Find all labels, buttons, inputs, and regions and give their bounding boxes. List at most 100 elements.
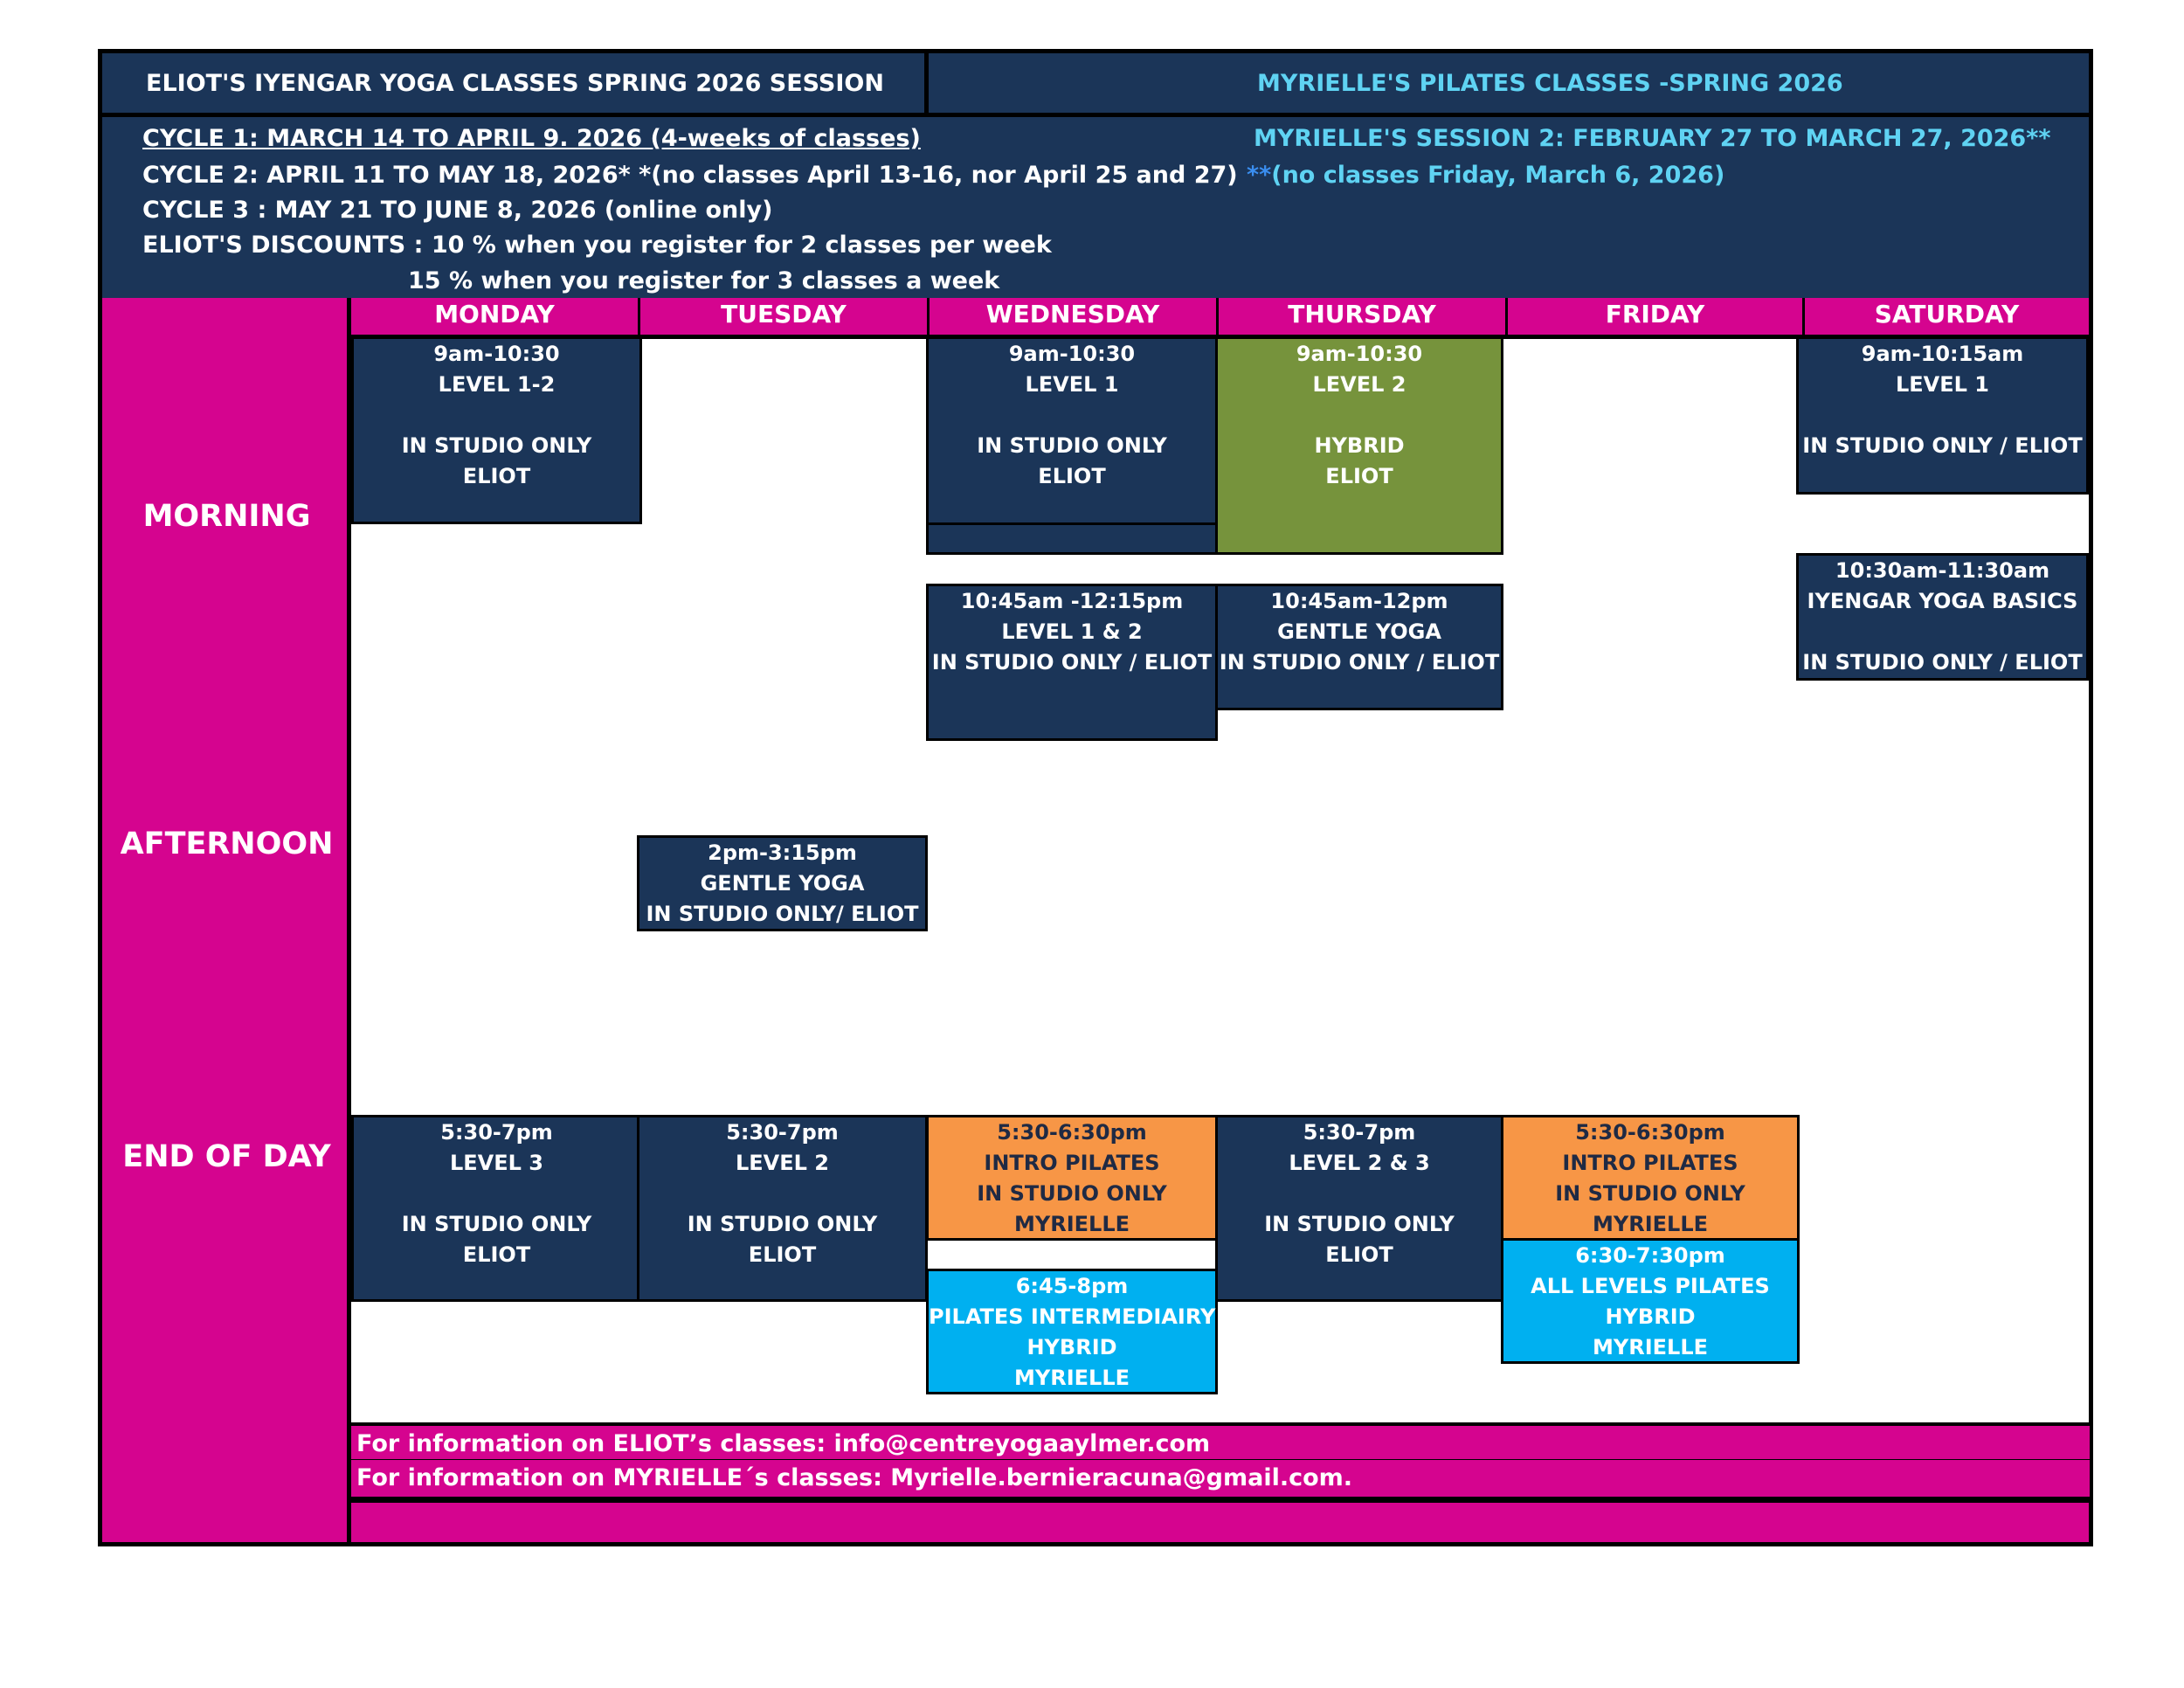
day-saturday: SATURDAY xyxy=(1874,300,2020,329)
class-teacher: MYRIELLE xyxy=(1592,1335,1709,1359)
class-name: ALL LEVELS PILATES xyxy=(1531,1274,1770,1298)
class-wednesday-morning[interactable]: 9am-10:30 LEVEL 1 IN STUDIO ONLY ELIOT xyxy=(926,336,1218,555)
class-spacer xyxy=(354,400,639,431)
class-level: LEVEL 1 & 2 xyxy=(1001,619,1143,644)
class-time: 10:30am-11:30am xyxy=(1835,558,2050,583)
class-time: 6:45-8pm xyxy=(1015,1274,1129,1298)
class-level: LEVEL 1-2 xyxy=(438,372,556,397)
day-tuesday: TUESDAY xyxy=(640,298,930,335)
class-teacher: ELIOT xyxy=(1325,1242,1393,1267)
class-time: 9am-10:30 xyxy=(433,342,560,366)
class-mode-teacher: IN STUDIO ONLY / ELIOT xyxy=(931,650,1213,675)
cycle-1: CYCLE 1: MARCH 14 TO APRIL 9. 2026 (4-we… xyxy=(142,125,921,152)
class-time: 10:45am-12pm xyxy=(1270,589,1448,613)
class-mode-teacher: IN STUDIO ONLY / ELIOT xyxy=(1219,650,1500,675)
myrielle-title: MYRIELLE'S PILATES CLASSES -SPRING 2026 xyxy=(1257,70,1843,97)
class-time: 9am-10:30 xyxy=(1296,342,1423,366)
class-mode: IN STUDIO ONLY xyxy=(401,433,592,458)
class-name: INTRO PILATES xyxy=(1562,1151,1738,1175)
class-tuesday-evening[interactable]: 5:30-7pm LEVEL 2 IN STUDIO ONLY ELIOT xyxy=(637,1115,928,1302)
class-name: PILATES INTERMEDIAIRY xyxy=(929,1304,1216,1329)
class-thursday-evening[interactable]: 5:30-7pm LEVEL 2 & 3 IN STUDIO ONLY ELIO… xyxy=(1215,1115,1503,1302)
class-wednesday-evening-2[interactable]: 6:45-8pm PILATES INTERMEDIAIRY HYBRID MY… xyxy=(926,1269,1218,1394)
myrielle-info-text[interactable]: For information on MYRIELLE´s classes: M… xyxy=(356,1464,1353,1491)
myrielle-header-box: MYRIELLE'S PILATES CLASSES -SPRING 2026 xyxy=(924,49,2093,117)
class-monday-morning[interactable]: 9am-10:30 LEVEL 1-2 IN STUDIO ONLY ELIOT xyxy=(351,336,642,524)
class-time: 2pm-3:15pm xyxy=(708,841,857,865)
myrielle-session: MYRIELLE'S SESSION 2: FEBRUARY 27 TO MAR… xyxy=(1254,125,2051,152)
class-time: 5:30-7pm xyxy=(726,1120,839,1145)
eliot-info-bar: For information on ELIOT’s classes: info… xyxy=(351,1422,2093,1463)
class-thursday-morning[interactable]: 9am-10:30 LEVEL 2 HYBRID ELIOT xyxy=(1215,336,1503,555)
class-level: LEVEL 3 xyxy=(449,1151,543,1175)
class-mode: IN STUDIO ONLY xyxy=(687,1212,878,1236)
class-time: 10:45am -12:15pm xyxy=(960,589,1184,613)
class-spacer xyxy=(354,1179,639,1209)
class-level: LEVEL 2 xyxy=(735,1151,829,1175)
slot-morning: MORNING xyxy=(142,499,311,534)
session-info-box: CYCLE 1: MARCH 14 TO APRIL 9. 2026 (4-we… xyxy=(98,113,2093,302)
class-friday-evening-1[interactable]: 5:30-6:30pm INTRO PILATES IN STUDIO ONLY… xyxy=(1501,1115,1800,1241)
class-spacer xyxy=(639,1179,925,1209)
cycle-3: CYCLE 3 : MAY 21 TO JUNE 8, 2026 (online… xyxy=(142,197,773,224)
class-name: INTRO PILATES xyxy=(984,1151,1160,1175)
class-mode: HYBRID xyxy=(1314,433,1405,458)
class-wednesday-late-morning[interactable]: 10:45am -12:15pm LEVEL 1 & 2 IN STUDIO O… xyxy=(926,584,1218,741)
class-spacer xyxy=(929,400,1215,431)
discount-2-classes: ELIOT'S DISCOUNTS : 10 % when you regist… xyxy=(142,232,1052,259)
class-mode: IN STUDIO ONLY xyxy=(1264,1212,1455,1236)
day-monday: MONDAY xyxy=(351,298,640,335)
day-header-row: MONDAY TUESDAY WEDNESDAY THURSDAY FRIDAY… xyxy=(351,298,2093,339)
class-teacher: ELIOT xyxy=(462,464,531,488)
class-thursday-late-morning[interactable]: 10:45am-12pm GENTLE YOGA IN STUDIO ONLY … xyxy=(1215,584,1503,710)
class-teacher: MYRIELLE xyxy=(1013,1366,1130,1390)
class-friday-evening-2[interactable]: 6:30-7:30pm ALL LEVELS PILATES HYBRID MY… xyxy=(1501,1238,1800,1364)
class-mode-teacher: IN STUDIO ONLY / ELIOT xyxy=(1802,433,2083,458)
class-saturday-morning-2[interactable]: 10:30am-11:30am IYENGAR YOGA BASICS IN S… xyxy=(1796,553,2089,681)
class-wednesday-evening-1[interactable]: 5:30-6:30pm INTRO PILATES IN STUDIO ONLY… xyxy=(926,1115,1218,1241)
eliot-title: ELIOT'S IYENGAR YOGA CLASSES xyxy=(146,70,579,97)
class-teacher: ELIOT xyxy=(1038,464,1106,488)
class-mode: HYBRID xyxy=(1026,1335,1117,1359)
class-level: LEVEL 2 xyxy=(1312,372,1406,397)
day-friday: FRIDAY xyxy=(1508,298,1805,335)
slot-end-of-day: END OF DAY xyxy=(122,1139,331,1174)
footer-empty-bar xyxy=(351,1500,2093,1546)
myrielle-no-class-note: **(no classes Friday, March 6, 2026) xyxy=(1247,162,1725,189)
class-mode-teacher: IN STUDIO ONLY / ELIOT xyxy=(1802,650,2083,675)
class-saturday-morning-1[interactable]: 9am-10:15am LEVEL 1 IN STUDIO ONLY / ELI… xyxy=(1796,336,2089,495)
time-slot-column: MORNING AFTERNOON END OF DAY xyxy=(98,298,351,1546)
class-mode: IN STUDIO ONLY xyxy=(1555,1181,1745,1206)
myrielle-info-bar: For information on MYRIELLE´s classes: M… xyxy=(351,1460,2093,1500)
class-name: GENTLE YOGA xyxy=(700,871,865,896)
class-spacer xyxy=(1218,400,1501,431)
class-teacher: MYRIELLE xyxy=(1013,1212,1130,1236)
day-thursday: THURSDAY xyxy=(1219,298,1508,335)
class-mode-teacher: IN STUDIO ONLY/ ELIOT xyxy=(646,902,919,926)
eliot-session: SPRING 2026 SESSION xyxy=(587,70,884,97)
class-mode: IN STUDIO ONLY xyxy=(977,433,1167,458)
class-time: 5:30-6:30pm xyxy=(997,1120,1147,1145)
class-teacher: ELIOT xyxy=(748,1242,817,1267)
class-name: GENTLE YOGA xyxy=(1277,619,1441,644)
eliot-info-text[interactable]: For information on ELIOT’s classes: info… xyxy=(356,1430,1211,1457)
class-time: 5:30-6:30pm xyxy=(1575,1120,1725,1145)
class-monday-evening[interactable]: 5:30-7pm LEVEL 3 IN STUDIO ONLY ELIOT xyxy=(351,1115,642,1302)
class-teacher: ELIOT xyxy=(462,1242,531,1267)
class-teacher: ELIOT xyxy=(1325,464,1393,488)
class-spacer xyxy=(1218,1179,1501,1209)
slot-afternoon: AFTERNOON xyxy=(120,827,334,861)
class-level: LEVEL 1 xyxy=(1895,372,1989,397)
class-teacher: MYRIELLE xyxy=(1592,1212,1709,1236)
eliot-header-box: ELIOT'S IYENGAR YOGA CLASSES SPRING 2026… xyxy=(98,49,929,117)
class-level: LEVEL 2 & 3 xyxy=(1289,1151,1430,1175)
cycle-2: CYCLE 2: APRIL 11 TO MAY 18, 2026* *(no … xyxy=(142,162,1238,189)
class-mode: IN STUDIO ONLY xyxy=(977,1181,1167,1206)
discount-3-classes: 15 % when you register for 3 classes a w… xyxy=(408,267,1000,294)
class-tuesday-afternoon[interactable]: 2pm-3:15pm GENTLE YOGA IN STUDIO ONLY/ E… xyxy=(637,835,928,931)
class-mode: IN STUDIO ONLY xyxy=(401,1212,592,1236)
day-wednesday: WEDNESDAY xyxy=(930,298,1219,335)
class-time: 6:30-7:30pm xyxy=(1575,1243,1725,1268)
class-divider xyxy=(929,522,1215,525)
class-name: IYENGAR YOGA BASICS xyxy=(1807,589,2078,613)
